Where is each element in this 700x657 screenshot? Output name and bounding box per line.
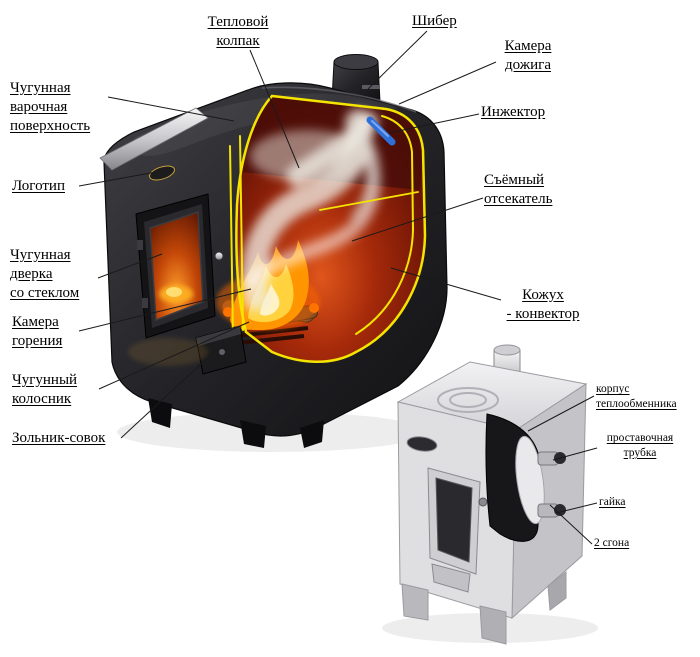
pipe-fitting-upper bbox=[537, 451, 566, 466]
door-handle bbox=[214, 251, 224, 261]
leader-lines bbox=[78, 30, 598, 545]
cutaway-outline bbox=[229, 94, 427, 363]
door-glass bbox=[149, 210, 204, 322]
label-convector-casing: Кожух - конвектор bbox=[506, 287, 580, 323]
top-rim-highlight bbox=[261, 86, 417, 113]
label-afterburn-chamber: Камера дожига bbox=[504, 38, 552, 74]
secondary-logo-badge bbox=[406, 436, 438, 452]
leader-line bbox=[398, 61, 497, 105]
leader-line bbox=[107, 96, 235, 122]
label-injector: Инжектор bbox=[481, 104, 546, 120]
secondary-legs bbox=[401, 570, 567, 645]
label-thermal-hood: Тепловой колпак bbox=[207, 14, 269, 50]
label-ash-pan: Зольник-совок bbox=[12, 430, 106, 446]
pipe-fitting-lower bbox=[537, 503, 566, 518]
burner-rings bbox=[437, 387, 499, 413]
leader-line bbox=[98, 321, 250, 390]
heat-exchanger-flange bbox=[515, 435, 545, 525]
floor-glow bbox=[128, 338, 208, 366]
door-hinge bbox=[137, 240, 143, 250]
leader-line bbox=[249, 49, 300, 169]
leader-line bbox=[78, 288, 252, 332]
leader-line bbox=[120, 350, 216, 439]
injector-part bbox=[366, 116, 396, 146]
label-two-fittings: 2 сгона bbox=[594, 537, 630, 549]
secondary-ash-drawer bbox=[431, 563, 471, 593]
leader-line bbox=[552, 447, 598, 461]
leader-line bbox=[527, 395, 595, 432]
label-damper: Шибер bbox=[412, 13, 457, 29]
label-heat-exchanger-body: корпус теплообменника bbox=[596, 383, 677, 410]
door-hinge bbox=[142, 298, 148, 308]
smoke bbox=[241, 109, 381, 311]
label-nut: гайка bbox=[599, 496, 626, 508]
leader-line bbox=[390, 267, 502, 301]
leader-line bbox=[555, 502, 598, 514]
label-logo: Логотип bbox=[12, 178, 65, 194]
damper-handle bbox=[362, 85, 380, 89]
label-cast-iron-cooktop: Чугунная варочная поверхность bbox=[10, 80, 91, 135]
leader-line bbox=[367, 30, 428, 90]
label-cast-iron-door: Чугунная дверка со стеклом bbox=[10, 247, 80, 302]
label-cast-iron-grate: Чугунный колосник bbox=[12, 372, 78, 408]
leader-line bbox=[78, 171, 157, 187]
steel-trim bbox=[99, 107, 209, 171]
leader-line bbox=[388, 113, 480, 134]
label-combustion-chamber: Камера горения bbox=[12, 314, 63, 350]
label-spacer-tube: проставочная трубка bbox=[606, 432, 674, 459]
secondary-stove-illustration bbox=[382, 344, 598, 645]
main-stove-illustration bbox=[99, 54, 448, 452]
leader-line bbox=[549, 504, 593, 545]
logo-badge bbox=[148, 165, 176, 181]
label-removable-baffle: Съёмный отсекатель bbox=[484, 172, 553, 208]
leader-line bbox=[351, 197, 484, 242]
leader-line bbox=[97, 253, 163, 279]
stove-legs bbox=[148, 398, 324, 448]
stove-door bbox=[135, 193, 224, 339]
secondary-door-handle bbox=[478, 497, 488, 507]
secondary-door bbox=[427, 467, 488, 575]
grate bbox=[233, 326, 309, 345]
